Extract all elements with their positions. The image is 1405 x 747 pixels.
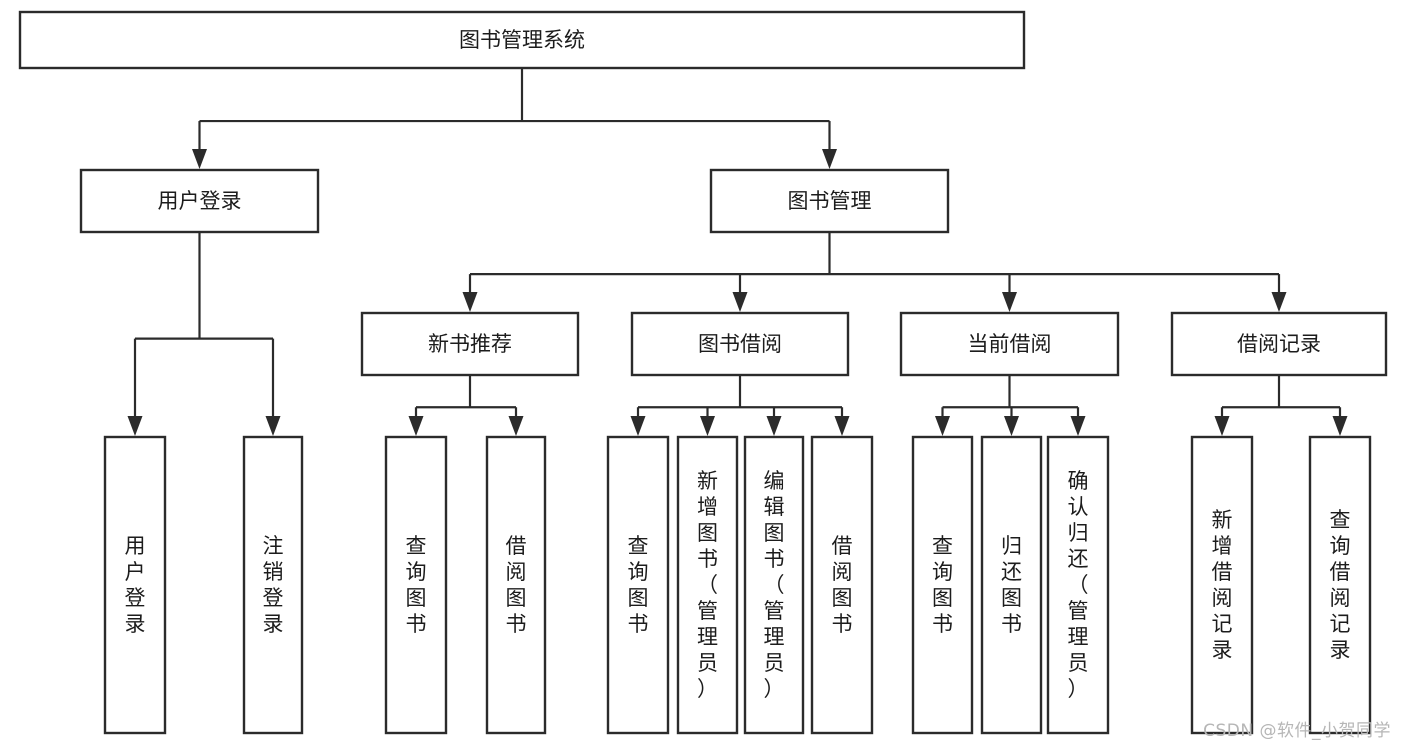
node-label: 借阅图书: [832, 534, 853, 636]
arrow-head-icon: [1271, 292, 1287, 312]
node-box: [810, 435, 874, 735]
node-label: 用户登录: [158, 189, 242, 213]
node-box: [1308, 435, 1372, 735]
node-root[interactable]: 图书管理系统: [18, 10, 1026, 70]
node-box: [743, 435, 805, 735]
nodes-layer: 图书管理系统用户登录图书管理新书推荐图书借阅当前借阅借阅记录用户登录注销登录查询…: [18, 10, 1388, 735]
node-leaf-user-logout[interactable]: 注销登录: [242, 435, 304, 735]
node-label: 用户登录: [125, 534, 146, 636]
node-box: [1170, 311, 1388, 377]
node-label: 查询图书: [628, 534, 649, 636]
node-leaf-user-login[interactable]: 用户登录: [103, 435, 167, 735]
arrow-head-icon: [127, 416, 143, 436]
node-label: 新增图书（管理员）: [697, 469, 718, 701]
node-box: [911, 435, 974, 735]
node-label: 图书管理系统: [459, 28, 585, 52]
watermark-label: CSDN @软件_小贺同学: [1203, 721, 1391, 741]
node-box: [79, 168, 320, 234]
node-box: [709, 168, 950, 234]
node-box: [360, 311, 580, 377]
node-label: 新书推荐: [428, 332, 512, 356]
arrow-head-icon: [732, 292, 748, 312]
edges-layer: [127, 68, 1348, 436]
node-box: [1046, 435, 1110, 735]
node-leaf-borrow-book-recommend[interactable]: 借阅图书: [485, 435, 547, 735]
node-label: 查询图书: [406, 534, 427, 636]
node-leaf-query-book-recommend[interactable]: 查询图书: [384, 435, 448, 735]
arrow-head-icon: [1070, 416, 1086, 436]
arrow-head-icon: [1332, 416, 1348, 436]
node-leaf-add-book[interactable]: 新增图书（管理员）: [676, 435, 739, 735]
node-new-book-recommend[interactable]: 新书推荐: [360, 311, 580, 377]
node-box: [242, 435, 304, 735]
node-leaf-return-book[interactable]: 归还图书: [980, 435, 1043, 735]
node-box: [676, 435, 739, 735]
arrow-head-icon: [935, 416, 950, 436]
node-box: [980, 435, 1043, 735]
node-borrow-record[interactable]: 借阅记录: [1170, 311, 1388, 377]
node-leaf-query-book-current[interactable]: 查询图书: [911, 435, 974, 735]
node-box: [630, 311, 850, 377]
arrow-head-icon: [1004, 416, 1019, 436]
node-label: 借阅记录: [1237, 332, 1321, 356]
arrow-head-icon: [630, 416, 646, 436]
node-box: [899, 311, 1120, 377]
node-label: 查询图书: [932, 534, 953, 636]
node-box: [485, 435, 547, 735]
node-label: 归还图书: [1001, 534, 1022, 636]
node-label: 借阅图书: [506, 534, 527, 636]
node-leaf-query-book-borrow[interactable]: 查询图书: [606, 435, 670, 735]
node-label: 图书借阅: [698, 332, 782, 356]
node-label: 编辑图书（管理员）: [764, 469, 785, 701]
arrow-head-icon: [822, 149, 837, 169]
arrow-head-icon: [1002, 292, 1017, 312]
node-label: 当前借阅: [968, 332, 1052, 356]
node-label: 查询借阅记录: [1330, 508, 1351, 662]
node-leaf-add-record[interactable]: 新增借阅记录: [1190, 435, 1254, 735]
node-box: [103, 435, 167, 735]
arrow-head-icon: [834, 416, 850, 436]
node-book-borrow[interactable]: 图书借阅: [630, 311, 850, 377]
node-leaf-query-record[interactable]: 查询借阅记录: [1308, 435, 1372, 735]
arrow-head-icon: [408, 416, 424, 436]
node-leaf-edit-book[interactable]: 编辑图书（管理员）: [743, 435, 805, 735]
node-label: 图书管理: [788, 189, 872, 213]
arrow-head-icon: [265, 416, 281, 436]
arrow-head-icon: [192, 149, 207, 169]
node-box: [384, 435, 448, 735]
arrow-head-icon: [508, 416, 524, 436]
node-leaf-confirm-return[interactable]: 确认归还（管理员）: [1046, 435, 1110, 735]
node-box: [606, 435, 670, 735]
node-label: 注销登录: [263, 534, 284, 636]
arrow-head-icon: [700, 416, 715, 436]
node-leaf-borrow-book[interactable]: 借阅图书: [810, 435, 874, 735]
node-label: 新增借阅记录: [1212, 508, 1233, 662]
node-current-borrow[interactable]: 当前借阅: [899, 311, 1120, 377]
node-label: 确认归还（管理员）: [1068, 469, 1089, 701]
node-box: [1190, 435, 1254, 735]
node-user-login[interactable]: 用户登录: [79, 168, 320, 234]
node-book-manage[interactable]: 图书管理: [709, 168, 950, 234]
arrow-head-icon: [766, 416, 782, 436]
arrow-head-icon: [462, 292, 478, 312]
node-box: [18, 10, 1026, 70]
arrow-head-icon: [1214, 416, 1230, 436]
